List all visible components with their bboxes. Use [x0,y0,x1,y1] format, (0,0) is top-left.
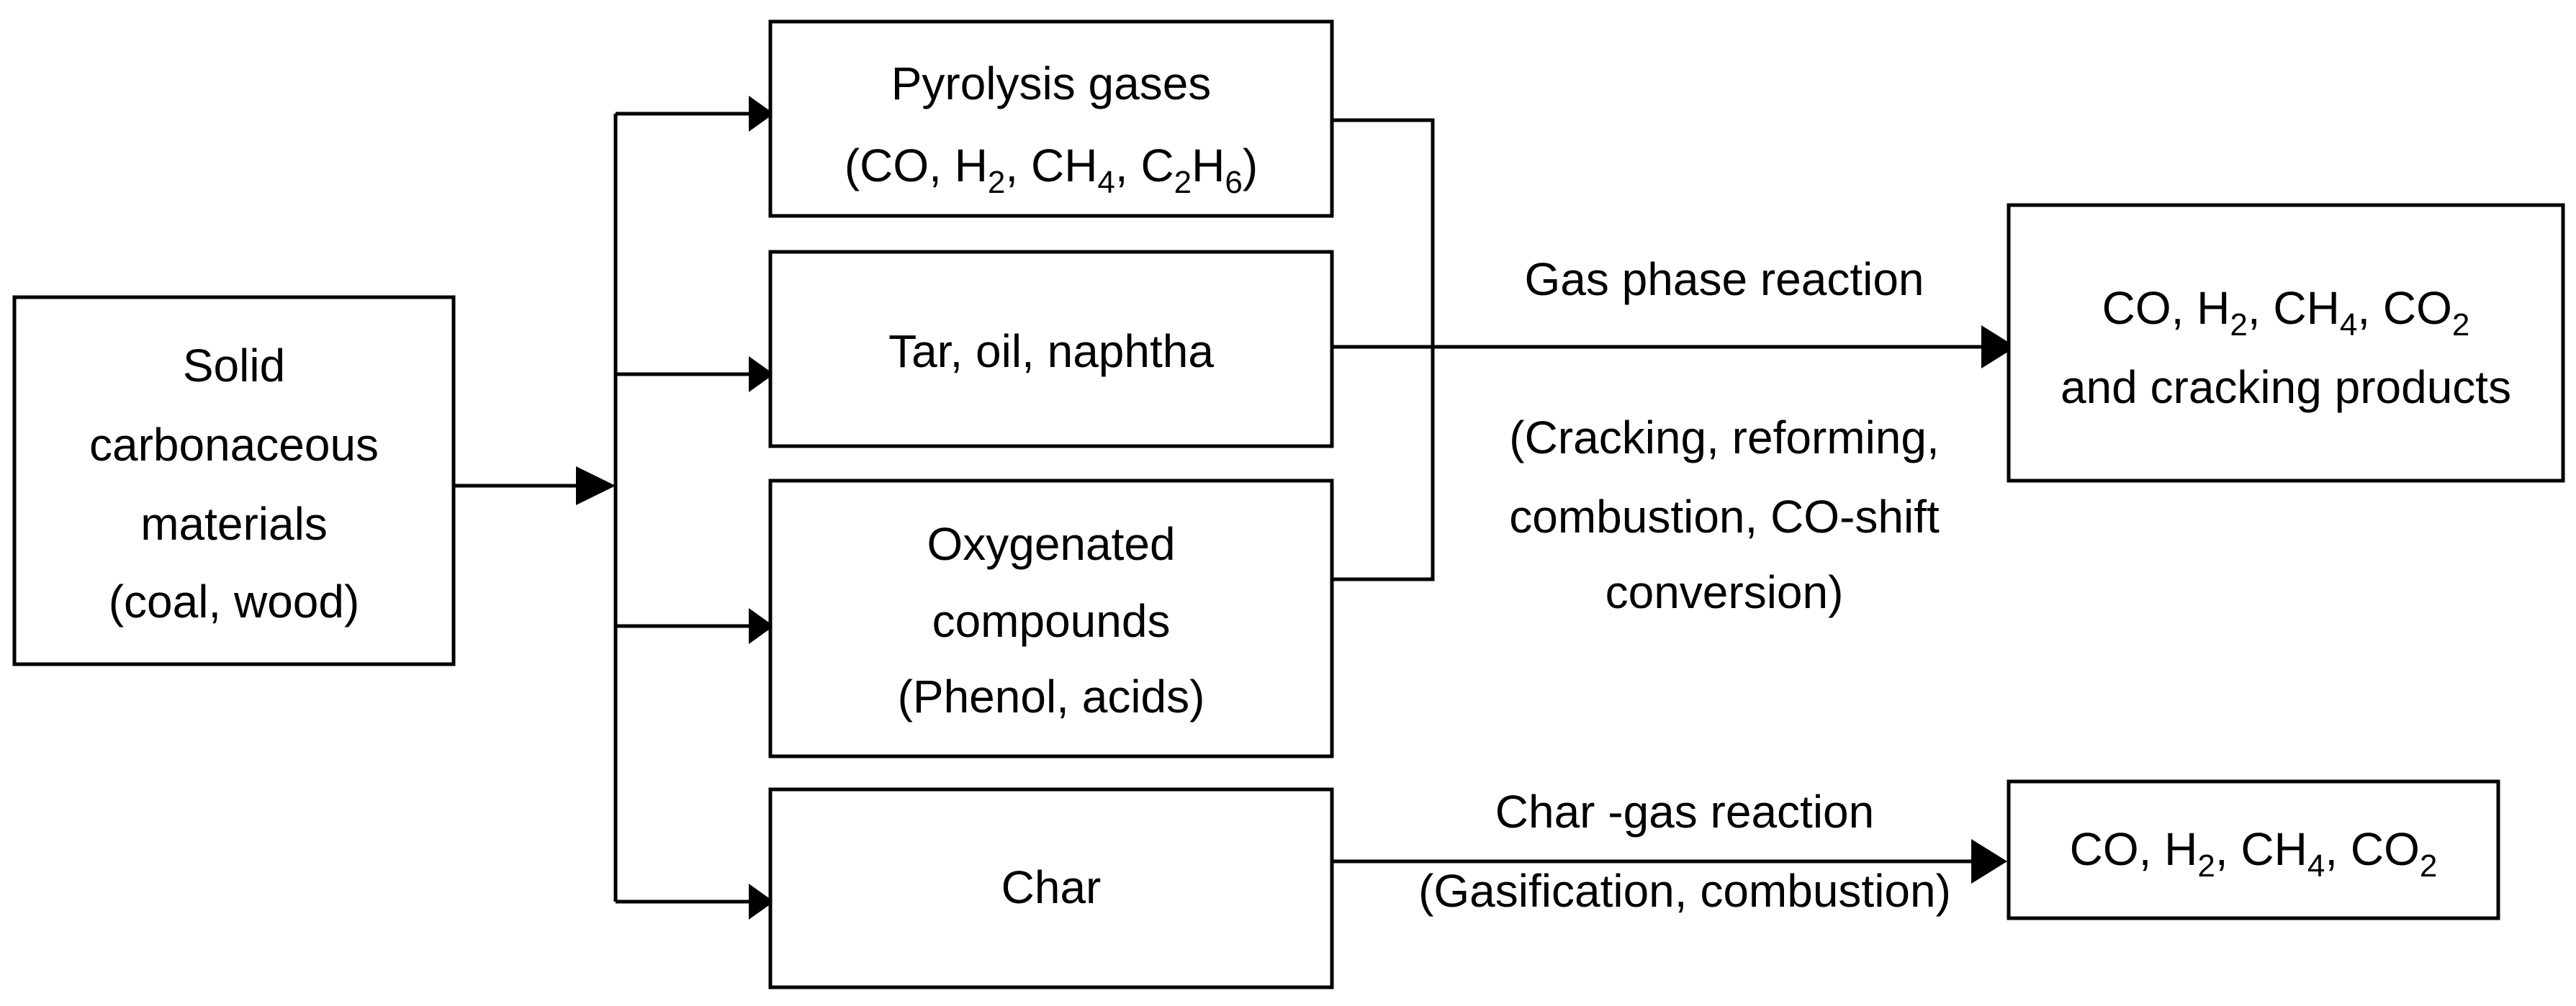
arrow-to-char [749,884,774,920]
oxygenated-label: Oxygenated compounds (Phenol, acids) [898,518,1205,722]
box-tar [768,250,1334,448]
box-source [12,295,456,666]
box-gas-products [2007,203,2565,483]
gas-phase-detail-2: combustion, CO-shift [1509,491,1940,543]
oxygenated-line-1: Oxygenated [927,518,1175,570]
connectors [454,112,1983,904]
gas-products-line-2: and cracking products [2061,361,2511,413]
box-oxygenated [768,479,1334,758]
gas-products-label: CO, H2, CH4, CO2 and cracking products [2061,282,2511,413]
source-line-4: (coal, wood) [109,576,360,627]
arrow-to-pyrolysis [749,96,774,132]
char-label: Char [1001,861,1102,913]
oxygenated-line-2: compounds [932,595,1171,647]
gas-phase-detail-1: (Cracking, reforming, [1509,412,1940,463]
connector-collector [1332,118,1435,581]
pyrolysis-gases-label: Pyrolysis gases (CO, H2, CH4, C2H6) [845,58,1258,200]
arrow-to-oxygenated [749,608,774,644]
box-char-products [2007,779,2500,920]
pyrolysis-gases-title: Pyrolysis gases [891,58,1212,109]
tar-label: Tar, oil, naphtha [888,325,1214,377]
char-gas-detail: (Gasification, combustion) [1418,865,1951,917]
arrow-to-char-products [1971,839,2007,884]
source-line-3: materials [140,498,328,550]
char-gas-title: Char -gas reaction [1495,786,1874,838]
arrowheads [576,96,2016,920]
box-pyrolysis-gases [768,19,1334,218]
arrow-to-trunk [576,466,616,505]
oxygenated-line-3: (Phenol, acids) [898,671,1205,722]
source-line-2: carbonaceous [89,419,379,471]
pyrolysis-gases-formula: (CO, H2, CH4, C2H6) [845,140,1258,200]
gas-phase-detail-3: conversion) [1606,566,1844,618]
char-products-label: CO, H2, CH4, CO2 [2070,823,2438,884]
arrow-to-gas-products [1981,325,2016,368]
box-char [768,787,1334,989]
arrow-to-tar [749,356,774,392]
source-label: Solid carbonaceous materials (coal, wood… [89,340,379,627]
gas-phase-title: Gas phase reaction [1525,253,1924,305]
gas-phase-label: Gas phase reaction (Cracking, reforming,… [1509,253,1940,618]
gas-products-line-1: CO, H2, CH4, CO2 [2102,282,2470,343]
source-line-1: Solid [183,340,285,391]
char-gas-label: Char -gas reaction (Gasification, combus… [1418,786,1951,917]
